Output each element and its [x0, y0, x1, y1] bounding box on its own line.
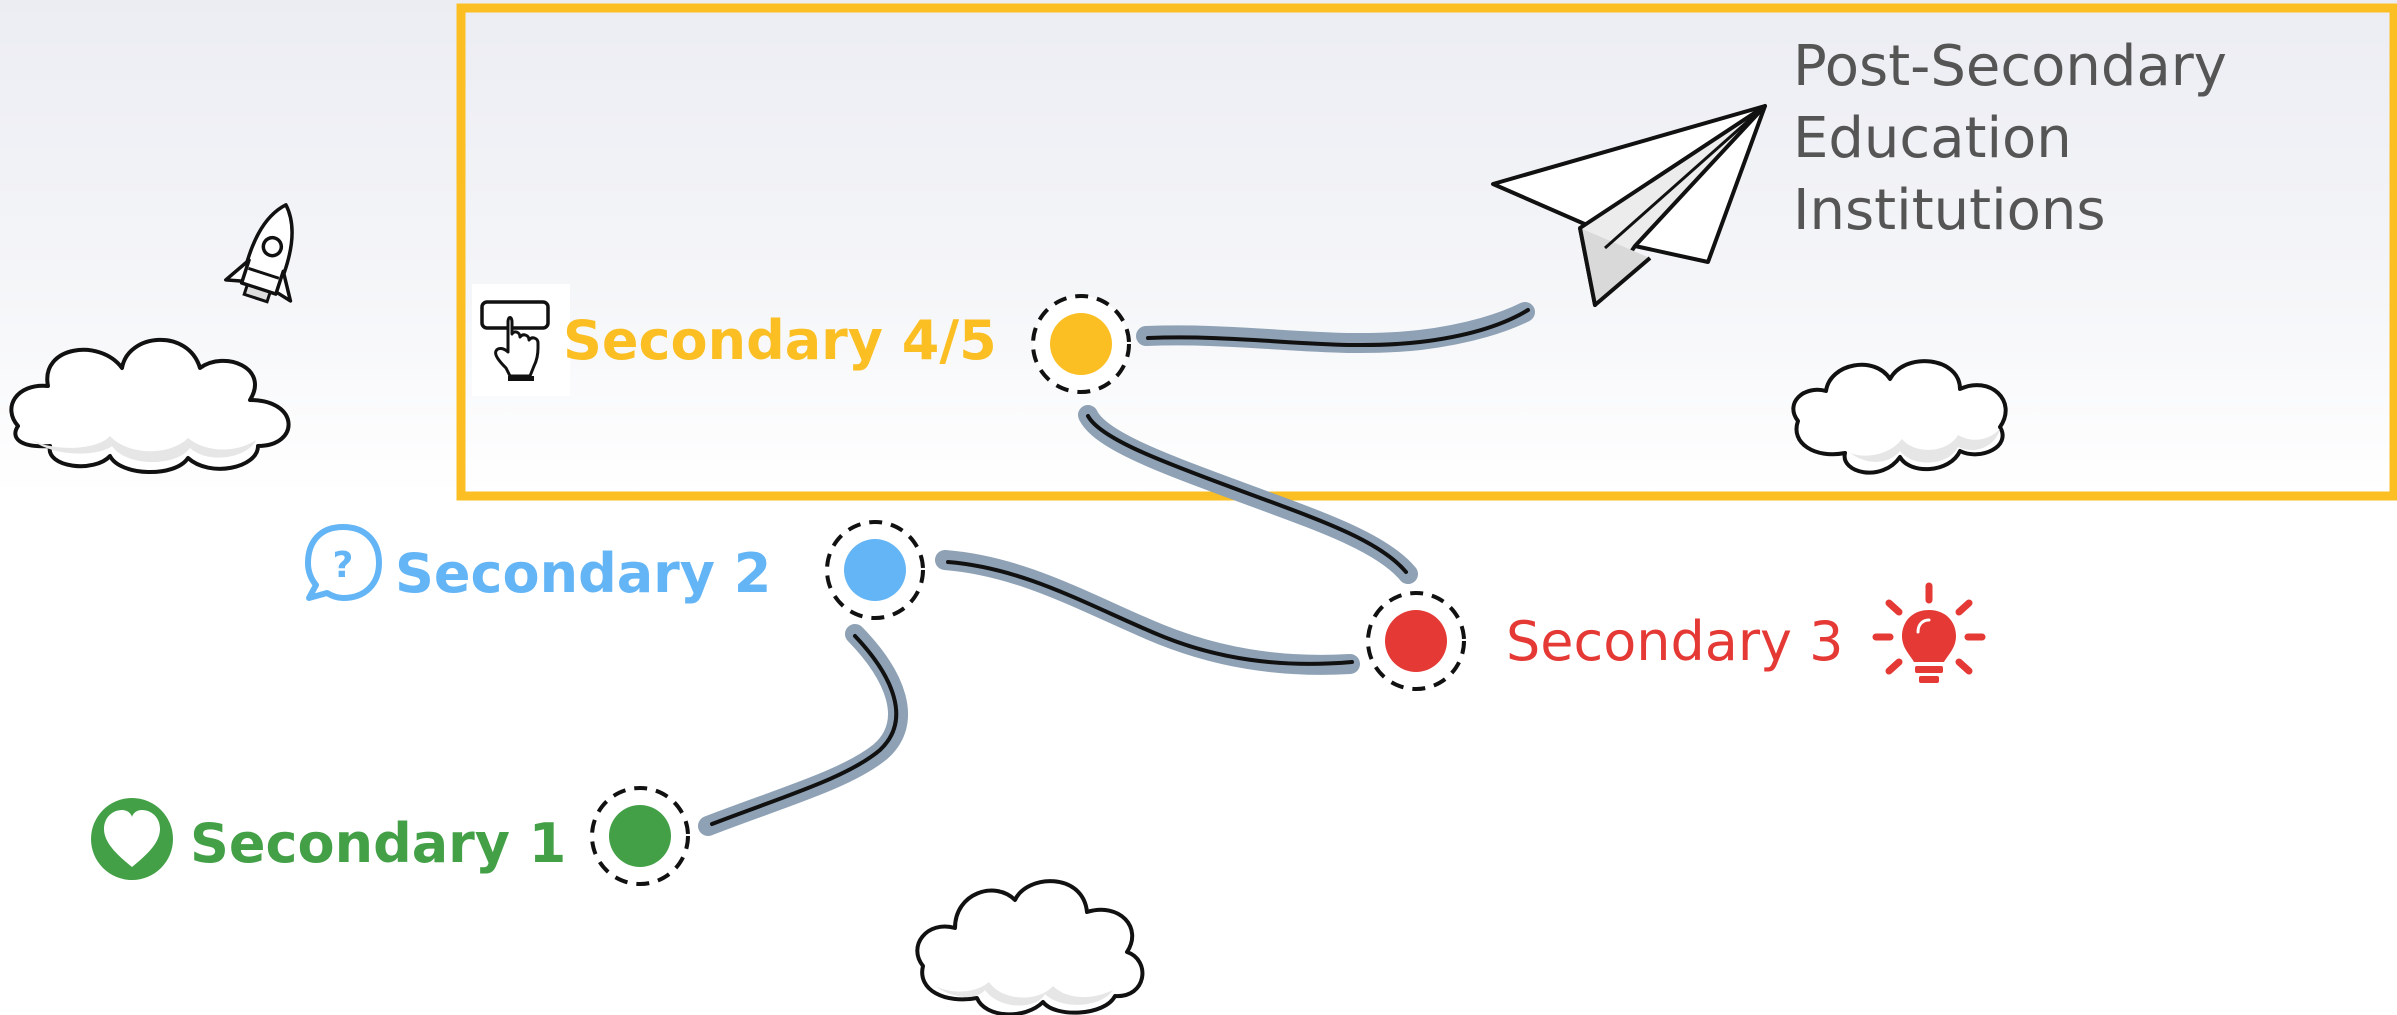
label-secondary-3: Secondary 3 [1506, 610, 1844, 673]
path-1-to-2 [698, 624, 908, 836]
path-2-to-3 [935, 550, 1360, 675]
milestone-node-secondary-2 [825, 520, 925, 620]
destination-title-line-3: Institutions [1793, 178, 2106, 243]
click-icon [472, 284, 570, 396]
destination-title-line-1: Post-Secondary [1793, 34, 2227, 99]
label-secondary-45: Secondary 4/5 [563, 309, 997, 372]
label-secondary-1: Secondary 1 [190, 812, 566, 875]
destination-title-line-2: Education [1793, 106, 2072, 171]
destination-title: Post-Secondary Education Institutions [1793, 34, 2227, 243]
rocket-icon [224, 203, 294, 304]
paper-plane-icon [1491, 104, 1767, 307]
milestone-node-secondary-45 [1031, 294, 1131, 394]
heart-icon [91, 798, 173, 880]
milestone-node-secondary-3 [1366, 591, 1466, 691]
lightbulb-icon [1872, 582, 1986, 683]
path-3-to-45 [1078, 405, 1418, 584]
path-45-to-destination [1136, 302, 1535, 354]
milestone-node-secondary-1 [590, 786, 690, 886]
svg-text:?: ? [333, 545, 354, 586]
cloud-left [9, 337, 291, 475]
question-bubble-icon: ? [305, 524, 382, 601]
label-secondary-2: Secondary 2 [395, 542, 771, 605]
cloud-bottom [915, 879, 1145, 1015]
cloud-right [1791, 359, 2008, 475]
highlight-box [456, 3, 2397, 501]
